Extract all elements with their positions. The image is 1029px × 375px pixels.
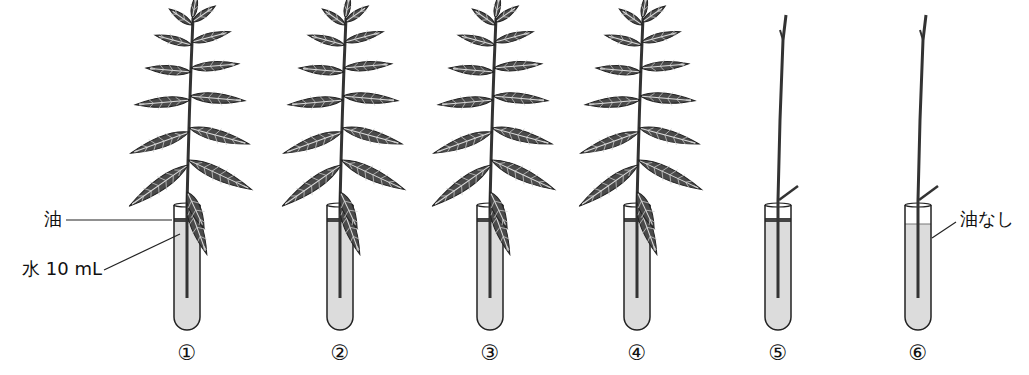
leaf (333, 189, 363, 232)
leaf (604, 30, 644, 50)
leaf (277, 158, 345, 213)
leaf (438, 93, 494, 111)
part-label: 水 10 mL (22, 259, 102, 279)
leaf (488, 153, 558, 197)
leaf (640, 89, 696, 107)
leaf (578, 125, 642, 161)
leafy-shoot (427, 0, 558, 298)
leaf (574, 158, 642, 213)
leaf (343, 58, 392, 75)
leaf (483, 189, 513, 232)
leaf (190, 89, 246, 107)
leaf (187, 121, 251, 152)
leafy-shoot (124, 0, 255, 298)
leafless-twig (918, 15, 938, 298)
callout-number: ① (178, 342, 197, 365)
leaf (298, 62, 344, 78)
leaf (180, 189, 210, 232)
leaf (640, 58, 689, 75)
leaf (128, 125, 192, 161)
leafy-shoot (574, 0, 705, 298)
leader-line (932, 222, 956, 238)
leaf (493, 26, 534, 47)
part-label: 油 (44, 209, 62, 229)
leaf (343, 26, 384, 47)
leaf (189, 0, 201, 19)
leaf (190, 58, 239, 75)
leaf (585, 93, 641, 111)
leaf (307, 30, 347, 50)
leaf (630, 189, 660, 232)
callout-number: ⑤ (769, 342, 788, 365)
leaf (154, 30, 194, 50)
leaf (493, 89, 549, 107)
leaf (639, 0, 651, 19)
leaf (492, 0, 504, 19)
leaf (145, 62, 191, 78)
leader-line (104, 234, 180, 270)
leaf (135, 93, 191, 111)
callout-number: ③ (481, 342, 500, 365)
leaf (431, 125, 495, 161)
leafy-shoot (277, 0, 408, 298)
callout-number: ⑥ (909, 342, 928, 365)
callout-number: ② (331, 342, 350, 365)
leaf (190, 26, 231, 47)
leaf (343, 89, 399, 107)
leaf (340, 121, 404, 152)
leaf (448, 62, 494, 78)
part-label: 油なし (960, 209, 1014, 229)
leaf (490, 121, 554, 152)
leaf (338, 153, 408, 197)
leaf (637, 121, 701, 152)
leaf (427, 158, 495, 213)
callout-number: ④ (628, 342, 647, 365)
leader-line (66, 219, 172, 220)
leaf (635, 153, 705, 197)
leaf (595, 62, 641, 78)
leaf (640, 26, 681, 47)
leaf (493, 58, 542, 75)
leaf (124, 158, 192, 213)
leaf (185, 153, 255, 197)
leaf (288, 93, 344, 111)
leaf (457, 30, 497, 50)
leaf (342, 0, 354, 19)
leafless-twig (778, 15, 798, 298)
leaf (281, 125, 345, 161)
